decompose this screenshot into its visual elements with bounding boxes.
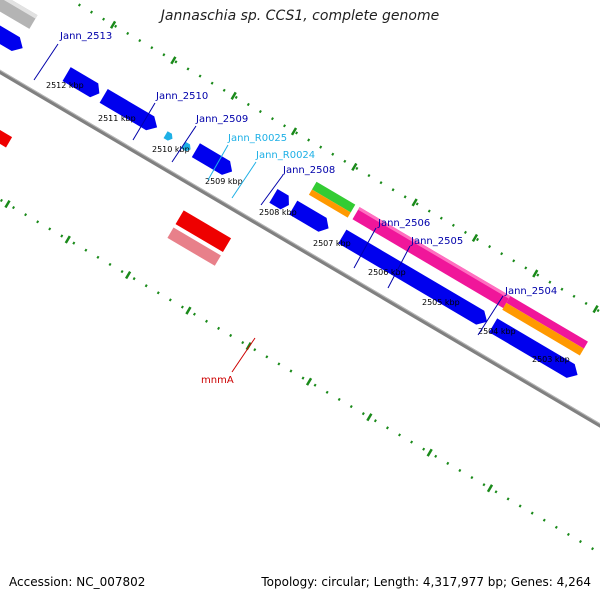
label-jann-2513[interactable]: Jann_2513 <box>59 31 112 42</box>
label-jann-r0024[interactable]: Jann_R0024 <box>255 150 315 161</box>
gene-cds-2508[interactable] <box>191 143 236 178</box>
label-jann-2504[interactable]: Jann_2504 <box>504 286 557 297</box>
label-jann-2505[interactable]: Jann_2505 <box>410 236 463 247</box>
gene-cds-2510-b[interactable] <box>99 88 162 134</box>
inner-major-ticks <box>4 199 494 493</box>
kbp-2512: 2512 kbp <box>46 81 84 90</box>
gene-jann-2513-feature[interactable] <box>0 0 38 29</box>
label-jann-2508[interactable]: Jann_2508 <box>282 165 335 176</box>
label-mnma[interactable]: mnmA <box>201 375 234 386</box>
gene-cds-2512[interactable] <box>0 8 27 55</box>
gene-jann-2505-feature[interactable] <box>352 207 511 309</box>
gene-cds-2504[interactable] <box>489 318 582 382</box>
leader-lines <box>33 43 504 373</box>
kbp-2510: 2510 kbp <box>152 145 190 154</box>
gene-jann-2504-feature[interactable] <box>502 296 588 356</box>
gene-cds-2506[interactable] <box>289 200 332 236</box>
gene-rna-r0025[interactable] <box>163 131 175 142</box>
gene-cds-2505[interactable] <box>338 229 491 329</box>
topology-text: Topology: circular; Length: 4,317,977 bp… <box>261 575 591 589</box>
kbp-2508: 2508 kbp <box>259 208 297 217</box>
label-jann-2510[interactable]: Jann_2510 <box>155 91 208 102</box>
kbp-2504: 2504 kbp <box>478 327 516 336</box>
kbp-2505: 2505 kbp <box>422 298 460 307</box>
kbp-2503: 2503 kbp <box>532 355 570 364</box>
gene-jann-2506-feature[interactable] <box>308 181 356 218</box>
genome-backbone <box>0 41 600 472</box>
gene-left-cluster[interactable] <box>0 103 14 154</box>
kbp-2511: 2511 kbp <box>98 114 136 123</box>
label-jann-r0025[interactable]: Jann_R0025 <box>227 133 287 144</box>
map-title: Jannaschia sp. CCS1, complete genome <box>160 8 440 24</box>
gene-cds-2507[interactable] <box>269 188 293 212</box>
outer-tick-ring <box>17 0 600 377</box>
label-jann-2506[interactable]: Jann_2506 <box>377 218 430 229</box>
accession-text: Accession: NC_007802 <box>9 575 146 589</box>
gene-mnma-feature[interactable] <box>167 210 232 266</box>
kbp-2506: 2506 kbp <box>368 268 406 277</box>
outer-major-ticks <box>109 20 599 314</box>
kbp-2509: 2509 kbp <box>205 177 243 186</box>
gene-rna-r0024[interactable] <box>181 141 193 153</box>
label-jann-2509[interactable]: Jann_2509 <box>195 114 248 125</box>
kbp-2507: 2507 kbp <box>313 239 351 248</box>
gene-cds-2510-a[interactable] <box>62 67 104 100</box>
